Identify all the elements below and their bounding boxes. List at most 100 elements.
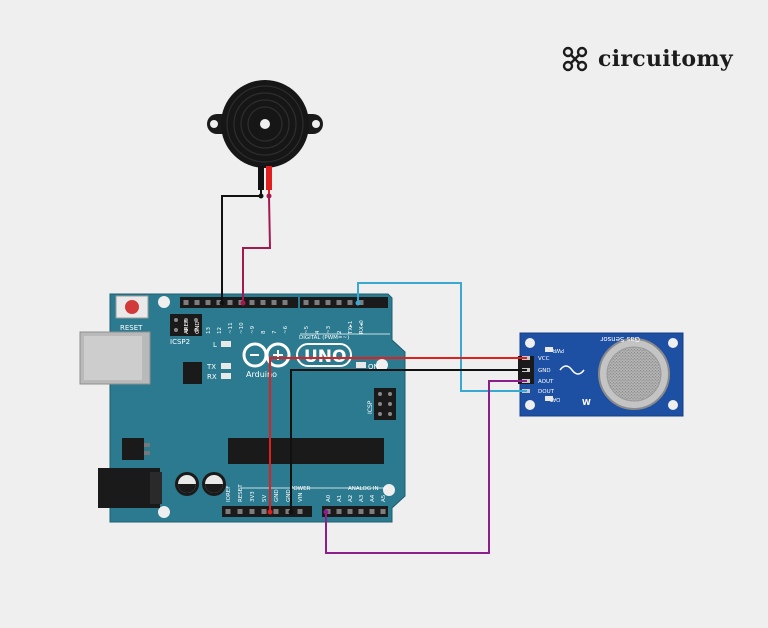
header-pin[interactable] (285, 509, 291, 514)
led-tx-label: TX (206, 363, 216, 371)
digital-pin-label: ~5 (304, 325, 310, 334)
sensor-logo-icon (559, 365, 585, 375)
analog-pin-label: A3 (359, 494, 365, 502)
arduino-pcb (109, 293, 406, 523)
power-pin-label: RESET (238, 484, 244, 502)
wire-dout-d2 (357, 282, 527, 392)
led-rx (221, 373, 231, 379)
header-pin[interactable] (227, 300, 233, 305)
digital-pin-label: GND (195, 321, 201, 334)
digital-pin-label: RX◂0 (359, 320, 365, 334)
header-pin[interactable] (303, 300, 309, 305)
power-pin-labels: IOREF RESET 3V3 5V GND GND VIN (226, 484, 304, 502)
power-pin-label: GND (274, 489, 280, 502)
uno-badge (296, 343, 352, 367)
atmega-chip (228, 438, 384, 464)
dat-label: DAT (549, 396, 560, 402)
mounting-hole (383, 484, 395, 496)
digital-pin-label: 2 (337, 331, 343, 335)
led-on (356, 362, 366, 368)
icsp2-label: ICSP2 (170, 338, 190, 346)
power-pin-label: 5V (262, 495, 268, 502)
digital-pin-label: 12 (217, 327, 223, 334)
digital-pin-label: ~11 (228, 322, 234, 334)
analog-pin-label: A2 (348, 495, 354, 502)
wire-vcc-5v (269, 357, 527, 512)
header-pin[interactable] (216, 300, 222, 305)
power-label: POWER (290, 486, 311, 492)
analog-label: ANALOG IN (348, 486, 379, 492)
power-pin-label: GND (286, 489, 292, 502)
on-label: ON (368, 363, 379, 371)
header-pin[interactable] (282, 300, 288, 305)
pwr-led (545, 347, 553, 352)
led-tx (221, 363, 231, 369)
power-pin-label: VIN (298, 493, 304, 503)
header-pin[interactable] (358, 300, 364, 305)
header-pin[interactable] (249, 300, 255, 305)
header-pin[interactable] (347, 509, 353, 514)
header-pin[interactable] (358, 509, 364, 514)
arduino-uno-board: RESET ICSP2 L TX RX UNO Arduino ON (79, 293, 406, 523)
header-pin[interactable] (369, 509, 375, 514)
header-pin[interactable] (260, 300, 266, 305)
header-pin[interactable] (380, 509, 386, 514)
digital-pin-label: 7 (272, 330, 278, 334)
power-header (222, 506, 388, 517)
header-pin[interactable] (314, 300, 320, 305)
header-pin[interactable] (183, 300, 189, 305)
icsp2-header: ICSP2 (170, 314, 202, 346)
header-pin[interactable] (336, 300, 342, 305)
header-pin[interactable] (347, 300, 353, 305)
header-pin[interactable] (249, 509, 255, 514)
mounting-hole (376, 359, 388, 371)
piezo-buzzer (207, 80, 323, 190)
header-pin[interactable] (225, 509, 231, 514)
digital-pin-label: ~3 (326, 325, 332, 334)
sensor-pin-label: GND (538, 368, 551, 374)
led-l-label: L (213, 341, 217, 349)
header-pin[interactable] (205, 300, 211, 305)
header-pin[interactable] (297, 509, 303, 514)
power-pin-label: 3V3 (250, 491, 256, 502)
digital-pin-label: ~9 (250, 325, 256, 334)
header-pin[interactable] (273, 509, 279, 514)
led-rx-label: RX (207, 373, 217, 381)
reset-label: RESET (120, 324, 143, 332)
wire-gnd (290, 369, 527, 512)
digital-pin-label: 13 (206, 327, 212, 334)
dat-led (545, 396, 553, 401)
brand-name: circuitomy (598, 46, 733, 72)
sensor-pin-label: VCC (538, 356, 550, 362)
icsp-label: ICSP (367, 400, 374, 414)
header-pin[interactable] (271, 300, 277, 305)
mounting-hole (158, 506, 170, 518)
digital-pin-label: AREF (184, 320, 190, 334)
waveshare-mark: W (582, 398, 591, 407)
header-pin[interactable] (336, 509, 342, 514)
header-pin[interactable] (261, 509, 267, 514)
led-l (221, 341, 231, 347)
header-pin[interactable] (237, 509, 243, 514)
brand: circuitomy (560, 44, 733, 74)
wire-buzzer-gnd (221, 190, 262, 303)
digital-header (180, 297, 388, 308)
digital-pin-label: ~10 (239, 322, 245, 334)
header-pin[interactable] (325, 300, 331, 305)
header-pin[interactable] (194, 300, 200, 305)
analog-pin-label: A4 (370, 494, 376, 502)
mounting-hole (158, 296, 170, 308)
digital-pin-label: ~6 (283, 325, 289, 334)
power-pin-label: IOREF (226, 486, 232, 502)
digital-pin-label: 8 (261, 330, 267, 334)
wire-buzzer-signal (242, 190, 272, 303)
pwr-label: PWR (552, 347, 564, 353)
analog-pin-label: A5 (381, 494, 387, 502)
capacitor (202, 472, 226, 496)
arduino-brand-text: Arduino (246, 370, 277, 379)
digital-label: DIGITAL (PWM=~) (299, 335, 349, 341)
